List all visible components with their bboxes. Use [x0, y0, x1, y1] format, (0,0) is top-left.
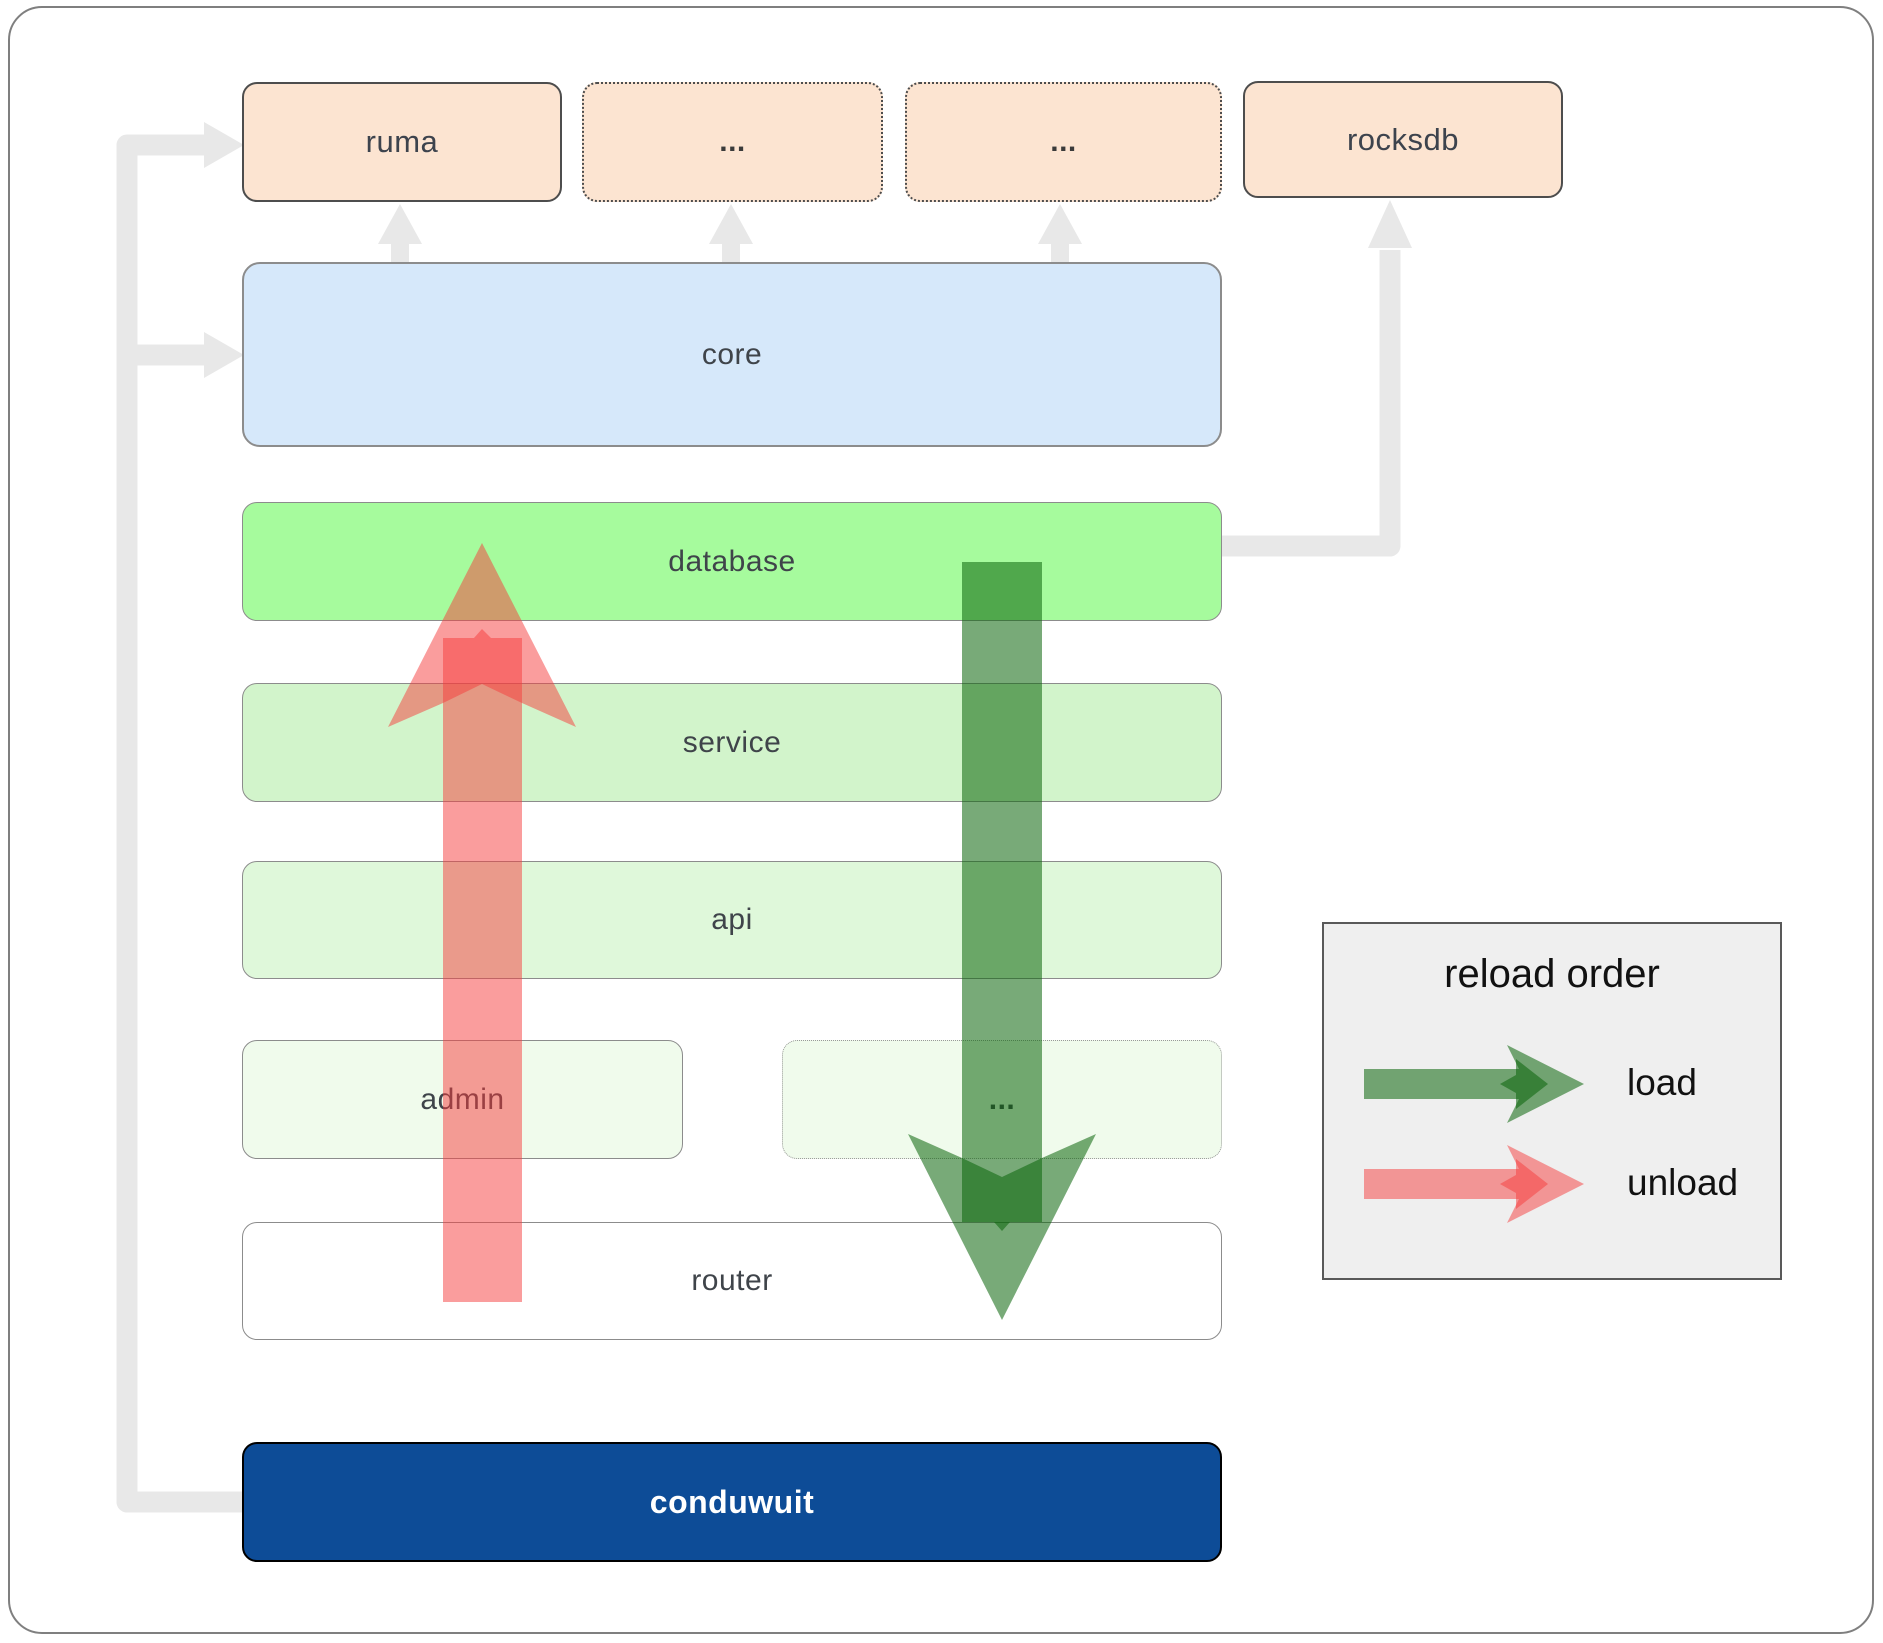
- box-service: service: [242, 683, 1222, 802]
- box-database-label: database: [668, 544, 796, 578]
- box-rocksdb: rocksdb: [1243, 81, 1563, 198]
- legend-load-arrow-icon: [1364, 1045, 1584, 1123]
- box-more-crates-1-label: ...: [719, 125, 746, 158]
- box-database: database: [242, 502, 1222, 621]
- box-more-services: ...: [782, 1040, 1222, 1159]
- box-service-label: service: [682, 725, 782, 759]
- legend-unload-label: unload: [1627, 1162, 1739, 1203]
- legend: reload order load unload: [1322, 922, 1782, 1280]
- box-core-label: core: [701, 337, 763, 371]
- box-admin-label: admin: [420, 1082, 505, 1116]
- box-more-crates-2: ...: [905, 82, 1222, 202]
- box-more-crates-2-label: ...: [1050, 125, 1077, 158]
- legend-title: reload order: [1444, 952, 1660, 996]
- box-more-services-label: ...: [988, 1082, 1016, 1116]
- legend-load-label: load: [1627, 1062, 1697, 1103]
- box-ruma-label: ruma: [365, 124, 439, 159]
- box-admin: admin: [242, 1040, 683, 1159]
- outer-frame: [8, 6, 1874, 1634]
- box-api: api: [242, 861, 1222, 979]
- box-ruma: ruma: [242, 82, 562, 202]
- box-rocksdb-label: rocksdb: [1346, 121, 1460, 157]
- box-router: router: [242, 1222, 1222, 1340]
- box-router-label: router: [691, 1264, 773, 1297]
- box-conduwuit: conduwuit: [242, 1442, 1222, 1562]
- box-more-crates-1: ...: [582, 82, 883, 202]
- legend-unload-arrow-icon: [1364, 1145, 1584, 1223]
- box-conduwuit-label: conduwuit: [649, 1483, 815, 1520]
- box-core: core: [242, 262, 1222, 447]
- box-api-label: api: [711, 903, 753, 936]
